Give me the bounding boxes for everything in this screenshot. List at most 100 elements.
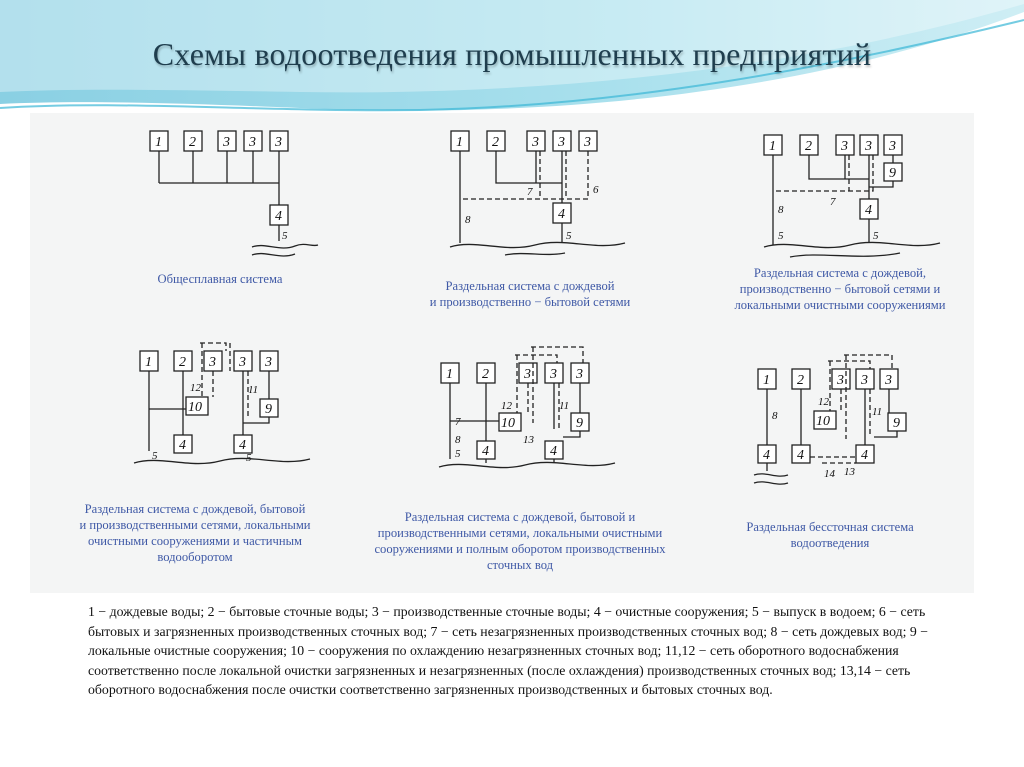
box-3: 3 bbox=[570, 362, 590, 384]
svg-text:3: 3 bbox=[860, 373, 868, 388]
box-1: 1 bbox=[763, 134, 783, 156]
svg-text:10: 10 bbox=[188, 400, 202, 415]
svg-text:4: 4 bbox=[797, 448, 804, 463]
diagram-full-recirculation: 1 2 3 3 3 10 9 7 8 5 12 11 13 4 4 bbox=[435, 341, 635, 481]
box-9: 9 bbox=[883, 162, 903, 182]
svg-text:4: 4 bbox=[550, 444, 557, 459]
svg-text:2: 2 bbox=[482, 367, 489, 382]
diagram-combined-system: 1 2 3 3 3 4 5 bbox=[140, 123, 340, 263]
box-3: 3 bbox=[544, 362, 564, 384]
box-2: 2 bbox=[791, 368, 811, 390]
svg-text:1: 1 bbox=[769, 139, 776, 154]
svg-text:1: 1 bbox=[155, 135, 162, 150]
svg-text:12: 12 bbox=[501, 400, 513, 412]
box-2: 2 bbox=[183, 130, 203, 152]
svg-text:10: 10 bbox=[816, 414, 830, 429]
svg-text:9: 9 bbox=[265, 402, 272, 417]
box-4: 4 bbox=[757, 444, 777, 464]
svg-text:9: 9 bbox=[576, 416, 583, 431]
caption-diagram-6: Раздельная бессточная система водоотведе… bbox=[746, 520, 914, 550]
svg-text:2: 2 bbox=[797, 373, 804, 388]
svg-text:2: 2 bbox=[189, 135, 196, 150]
svg-text:2: 2 bbox=[492, 135, 499, 150]
svg-text:5: 5 bbox=[455, 448, 461, 460]
box-4: 4 bbox=[791, 444, 811, 464]
diagram-separate-rain-domestic: 1 2 3 3 3 7 6 8 4 5 bbox=[445, 123, 635, 263]
box-3: 3 bbox=[243, 130, 263, 152]
svg-text:7: 7 bbox=[527, 186, 533, 198]
svg-text:3: 3 bbox=[575, 367, 583, 382]
svg-text:3: 3 bbox=[274, 135, 282, 150]
svg-text:1: 1 bbox=[145, 355, 152, 370]
svg-text:3: 3 bbox=[884, 373, 892, 388]
svg-text:7: 7 bbox=[830, 196, 836, 208]
box-9: 9 bbox=[259, 398, 279, 418]
box-3: 3 bbox=[259, 350, 279, 372]
box-3: 3 bbox=[879, 368, 899, 390]
box-4: 4 bbox=[173, 434, 193, 454]
caption-diagram-2: Раздельная система с дождевой и производ… bbox=[429, 279, 631, 309]
box-1: 1 bbox=[440, 362, 460, 384]
box-3: 3 bbox=[203, 350, 223, 372]
box-3: 3 bbox=[578, 130, 598, 152]
caption-diagram-5: Раздельная система с дождевой, бытовой и… bbox=[374, 510, 666, 572]
box-3: 3 bbox=[831, 368, 851, 390]
svg-text:3: 3 bbox=[222, 135, 230, 150]
svg-text:3: 3 bbox=[248, 135, 256, 150]
svg-text:10: 10 bbox=[501, 416, 515, 431]
caption-diagram-3: Раздельная система с дождевой, производс… bbox=[734, 266, 946, 312]
svg-text:5: 5 bbox=[282, 230, 288, 242]
svg-text:2: 2 bbox=[805, 139, 812, 154]
svg-text:3: 3 bbox=[549, 367, 557, 382]
svg-text:2: 2 bbox=[179, 355, 186, 370]
svg-text:8: 8 bbox=[465, 214, 471, 226]
box-4: 4 bbox=[855, 444, 875, 464]
box-10: 10 bbox=[185, 396, 209, 416]
svg-text:14: 14 bbox=[824, 468, 836, 480]
svg-text:4: 4 bbox=[239, 438, 246, 453]
box-3: 3 bbox=[883, 134, 903, 156]
box-3: 3 bbox=[269, 130, 289, 152]
svg-text:3: 3 bbox=[840, 139, 848, 154]
svg-text:9: 9 bbox=[893, 416, 900, 431]
box-3: 3 bbox=[552, 130, 572, 152]
box-4: 4 bbox=[544, 440, 564, 460]
svg-text:12: 12 bbox=[818, 396, 830, 408]
box-3: 3 bbox=[835, 134, 855, 156]
box-4: 4 bbox=[476, 440, 496, 460]
svg-text:5: 5 bbox=[566, 230, 572, 242]
box-9: 9 bbox=[887, 412, 907, 432]
svg-text:5: 5 bbox=[778, 230, 784, 242]
box-4: 4 bbox=[269, 204, 289, 226]
diagram-partial-recirculation: 1 2 3 3 3 10 9 12 11 4 4 5 5 bbox=[130, 335, 330, 475]
caption-diagram-4: Раздельная система с дождевой, бытовой и… bbox=[79, 502, 311, 564]
svg-text:4: 4 bbox=[865, 203, 872, 218]
box-2: 2 bbox=[486, 130, 506, 152]
svg-text:12: 12 bbox=[190, 382, 202, 394]
svg-text:11: 11 bbox=[248, 384, 258, 396]
page-title: Схемы водоотведения промышленных предпри… bbox=[152, 36, 872, 72]
svg-text:5: 5 bbox=[152, 450, 158, 462]
svg-text:5: 5 bbox=[873, 230, 879, 242]
diagrams-panel: 1 2 3 3 3 4 5 Общесплавная система 1 2 3… bbox=[30, 113, 974, 593]
svg-text:11: 11 bbox=[559, 400, 569, 412]
svg-text:3: 3 bbox=[864, 139, 872, 154]
diagram-separate-local-treatment: 1 2 3 3 3 9 7 8 4 5 5 bbox=[760, 127, 950, 267]
box-3: 3 bbox=[233, 350, 253, 372]
box-10: 10 bbox=[813, 410, 837, 430]
diagram-5-svg: 1 2 3 3 3 10 9 7 8 5 12 11 13 4 4 bbox=[438, 346, 616, 469]
svg-text:9: 9 bbox=[889, 166, 896, 181]
box-4: 4 bbox=[859, 198, 879, 220]
diagram-1-svg: 1 2 3 3 3 4 5 bbox=[149, 130, 319, 257]
box-1: 1 bbox=[757, 368, 777, 390]
box-2: 2 bbox=[173, 350, 193, 372]
svg-text:3: 3 bbox=[888, 139, 896, 154]
diagram-closed-system: 1 2 3 3 3 10 9 8 12 11 4 4 4 14 13 bbox=[752, 349, 952, 489]
box-10: 10 bbox=[498, 412, 522, 432]
box-1: 1 bbox=[450, 130, 470, 152]
legend-text: 1 − дождевые воды; 2 − бытовые сточные в… bbox=[88, 604, 929, 697]
diagram-4-svg: 1 2 3 3 3 10 9 12 11 4 4 5 5 bbox=[133, 342, 311, 465]
svg-text:4: 4 bbox=[763, 448, 770, 463]
svg-text:4: 4 bbox=[179, 438, 186, 453]
diagram-2-svg: 1 2 3 3 3 7 6 8 4 5 bbox=[449, 130, 626, 256]
